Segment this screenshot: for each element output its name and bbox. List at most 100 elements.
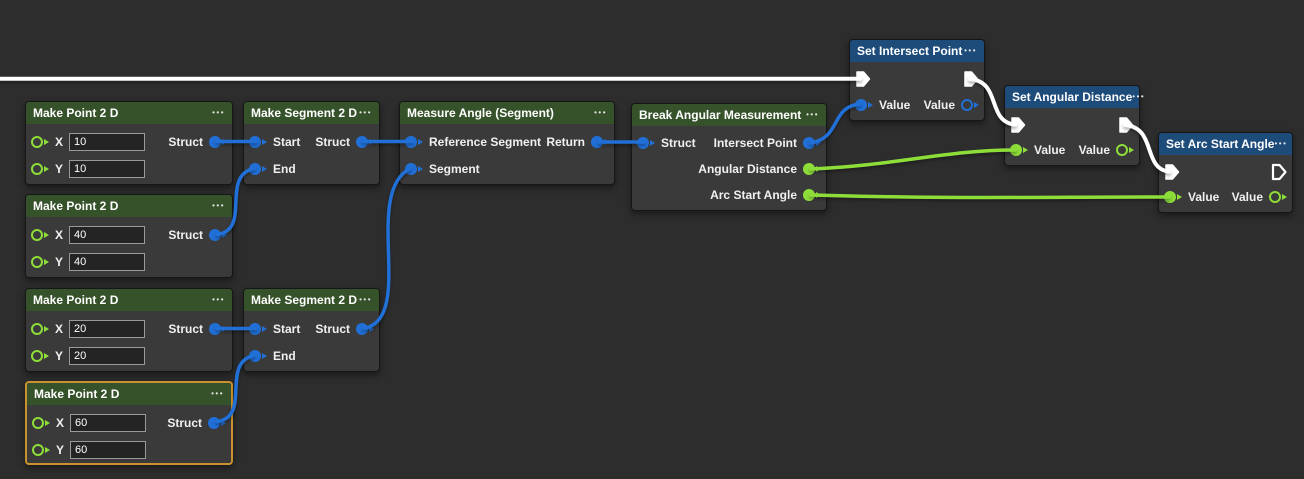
node-header[interactable]: Set Intersect Point•••: [850, 40, 984, 62]
wire-point2-struct-to-segment1-end[interactable]: [215, 166, 256, 237]
row-left-group: End: [249, 349, 296, 363]
pin-arrow-icon: [44, 325, 49, 332]
pin-circle: [209, 135, 221, 148]
pin-arrow-icon: [1129, 147, 1134, 154]
value-output-pin[interactable]: [1269, 191, 1287, 204]
node-header[interactable]: Make Point 2 D•••: [26, 289, 232, 311]
node-row: [1164, 159, 1287, 185]
node-header[interactable]: Make Point 2 D•••: [26, 195, 232, 217]
node-menu-button[interactable]: •••: [594, 108, 607, 117]
wire-break-intersect-to-set-value[interactable]: [809, 102, 862, 145]
node-menu-button[interactable]: •••: [806, 110, 819, 119]
pin-circle: [31, 228, 43, 241]
node-make-point-2d-4[interactable]: Make Point 2 D•••XStructY: [25, 381, 233, 465]
node-make-point-2d-3[interactable]: Make Point 2 D•••XStructY: [25, 288, 233, 372]
y-value-input[interactable]: [70, 440, 147, 459]
y-input-pin[interactable]: [31, 349, 49, 362]
node-menu-button[interactable]: •••: [359, 295, 372, 304]
pin-arrow-icon: [369, 325, 374, 332]
exec-in-pin[interactable]: [1010, 116, 1026, 134]
wire-break-angular-to-set-value[interactable]: [809, 148, 1017, 171]
node-menu-button[interactable]: •••: [964, 46, 977, 55]
y-input-pin[interactable]: [31, 162, 49, 175]
x-value-input[interactable]: [70, 413, 147, 432]
wire-segment2-struct-to-measure-segment[interactable]: [362, 166, 412, 331]
row-right-group: Intersect Point: [714, 136, 821, 150]
x-input-pin[interactable]: [31, 322, 49, 335]
intersect-point-output-pin[interactable]: [803, 137, 821, 149]
node-measure-angle-segment[interactable]: Measure Angle (Segment)•••Reference Segm…: [399, 101, 615, 185]
pin-label: Y: [55, 348, 64, 363]
row-right-group: Angular Distance: [698, 162, 821, 176]
pin-circle: [209, 228, 221, 241]
y-input-pin[interactable]: [31, 255, 49, 268]
pin-circle: [591, 135, 603, 148]
row-right-group: Struct: [167, 416, 226, 430]
node-header[interactable]: Break Angular Measurement•••: [632, 104, 826, 126]
pin-arrow-icon: [816, 140, 821, 146]
exec-in-pin[interactable]: [855, 70, 871, 88]
node-menu-button[interactable]: •••: [212, 108, 225, 117]
node-rows: XStructY: [27, 405, 231, 463]
pin-label: Value: [1188, 190, 1220, 205]
node-menu-button[interactable]: •••: [212, 295, 225, 304]
struct-output-pin[interactable]: [356, 322, 374, 335]
node-header[interactable]: Make Point 2 D •••: [26, 102, 232, 124]
exec-in-pin[interactable]: [1164, 163, 1180, 181]
pin-arrow-icon: [44, 231, 49, 238]
y-input-pin[interactable]: [32, 443, 50, 456]
node-title: Make Point 2 D: [33, 106, 119, 120]
y-value-input[interactable]: [69, 252, 146, 271]
struct-output-pin[interactable]: [209, 228, 227, 241]
node-header[interactable]: Measure Angle (Segment)•••: [400, 102, 614, 124]
row-left-group: Value: [855, 98, 910, 112]
x-input-pin[interactable]: [31, 135, 49, 148]
pin-label: End: [273, 161, 296, 176]
pin-label: Arc Start Angle: [710, 188, 797, 202]
y-value-input[interactable]: [69, 346, 146, 365]
pin-arrow-icon: [262, 165, 267, 172]
node-header[interactable]: Make Point 2 D•••: [27, 383, 231, 405]
y-value-input[interactable]: [69, 159, 146, 178]
wire-exec-angular-to-arc[interactable]: [1123, 123, 1171, 174]
node-menu-button[interactable]: •••: [1132, 92, 1146, 101]
row-left-group: X: [32, 413, 147, 432]
node-rows: XStructY: [26, 311, 232, 369]
x-value-input[interactable]: [69, 132, 146, 151]
node-make-point-2d-1[interactable]: Make Point 2 D•••XStructY: [25, 101, 233, 185]
node-header[interactable]: Set Angular Distance•••: [1005, 86, 1144, 108]
node-make-point-2d-2[interactable]: Make Point 2 D•••XStructY: [25, 194, 233, 278]
value-output-pin[interactable]: [1116, 144, 1134, 157]
node-header[interactable]: Make Segment 2 D•••: [244, 102, 379, 124]
wire-point4-struct-to-segment2-end[interactable]: [215, 353, 256, 424]
x-value-input[interactable]: [69, 319, 146, 338]
row-left-group: Start: [249, 322, 300, 336]
node-title: Set Intersect Point: [857, 44, 963, 58]
node-header[interactable]: Set Arc Start Angle•••: [1159, 133, 1292, 155]
exec-out-pin[interactable]: [1271, 163, 1287, 181]
x-input-pin[interactable]: [32, 416, 50, 429]
node-menu-button[interactable]: •••: [359, 108, 372, 117]
x-value-input[interactable]: [69, 225, 146, 244]
wire-break-arc-to-set-value[interactable]: [809, 193, 1171, 200]
pin-label: X: [56, 415, 65, 430]
value-output-pin[interactable]: [961, 99, 979, 111]
node-menu-button[interactable]: •••: [211, 389, 224, 398]
wire-exec-intersect-to-angular[interactable]: [968, 77, 1017, 127]
node-header[interactable]: Make Segment 2 D•••: [244, 289, 379, 311]
node-menu-button[interactable]: •••: [1274, 139, 1288, 148]
x-input-pin[interactable]: [31, 228, 49, 241]
node-menu-button[interactable]: •••: [212, 201, 225, 210]
struct-output-pin[interactable]: [208, 416, 226, 429]
